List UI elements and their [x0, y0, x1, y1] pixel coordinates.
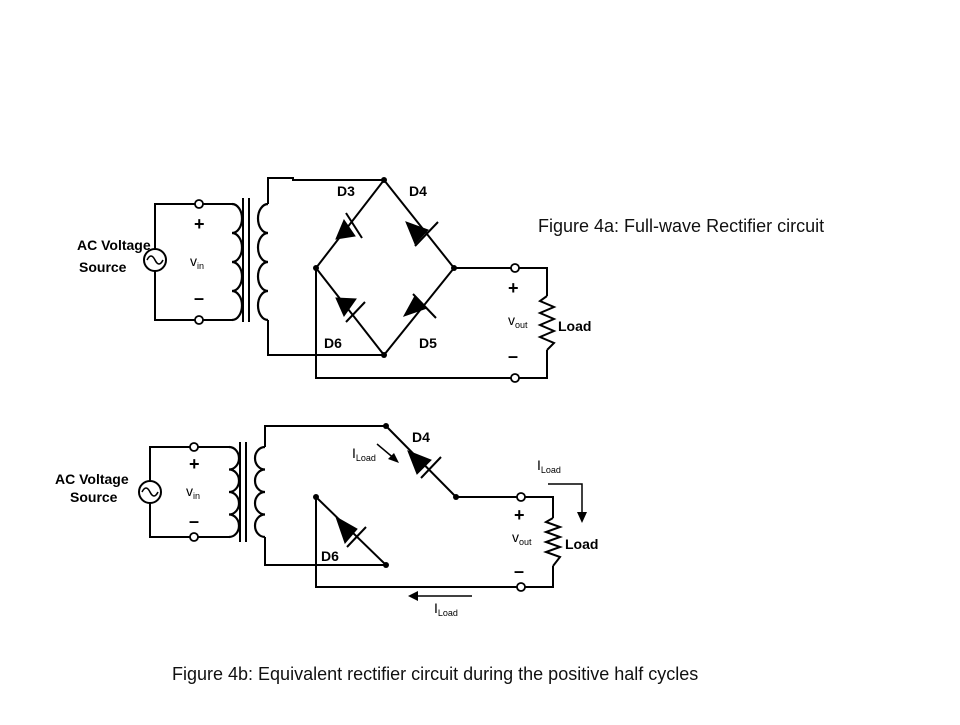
load-resistor-a	[537, 295, 557, 351]
diode-d4	[405, 221, 439, 247]
vin-label-a: vin	[190, 253, 204, 271]
current-label-diode: ILoad	[352, 445, 376, 463]
vin-minus-a: –	[194, 288, 204, 308]
diode-d6-equivalent	[335, 515, 367, 548]
vout-minus-a: –	[508, 346, 518, 366]
ac-source-label-b-line1: AC Voltage	[55, 471, 129, 487]
vout-label-b: vout	[512, 529, 532, 547]
diode-label-d6: D6	[324, 335, 342, 351]
vin-plus-a: +	[194, 214, 205, 234]
diode-label-d4: D4	[409, 183, 427, 199]
terminal-out-top-a	[510, 263, 520, 273]
current-label-return: ILoad	[434, 600, 458, 618]
current-arrow-return	[408, 591, 472, 601]
ac-source-b	[138, 446, 194, 538]
transformer-a	[231, 177, 384, 356]
ac-source-label-a-line2: Source	[79, 259, 127, 275]
diode-label-d3: D3	[337, 183, 355, 199]
load-label-a: Load	[558, 318, 591, 334]
caption-figure-4b: Figure 4b: Equivalent rectifier circuit …	[172, 664, 699, 684]
diode-d5	[402, 293, 437, 319]
vout-plus-a: +	[508, 278, 519, 298]
ac-source-a	[143, 203, 199, 321]
diode-label-d5: D5	[419, 335, 437, 351]
vin-plus-b: +	[189, 454, 200, 474]
ac-source-label-b-line2: Source	[70, 489, 118, 505]
terminal-in-bottom-b	[189, 532, 199, 542]
diode-d6	[335, 297, 366, 323]
terminal-in-bottom-a	[194, 315, 204, 325]
load-resistor-b	[543, 517, 563, 567]
load-label-b: Load	[565, 536, 598, 552]
terminal-in-top-b	[189, 442, 199, 452]
terminal-in-top-a	[194, 199, 204, 209]
current-arrow-diode	[376, 443, 399, 463]
caption-figure-4a: Figure 4a: Full-wave Rectifier circuit	[538, 216, 825, 236]
diode-d3	[335, 212, 363, 240]
current-arrow-load	[548, 483, 587, 523]
terminal-out-top-b	[516, 492, 526, 502]
diode-d4-equivalent	[407, 450, 442, 479]
ac-source-label-a-line1: AC Voltage	[77, 237, 151, 253]
vin-minus-b: –	[189, 511, 199, 531]
transformer-b	[228, 425, 386, 566]
diode-label-d4-b: D4	[412, 429, 430, 445]
terminal-out-bottom-b	[516, 582, 526, 592]
vout-plus-b: +	[514, 505, 525, 525]
terminal-out-bottom-a	[510, 373, 520, 383]
vin-label-b: vin	[186, 483, 200, 501]
vout-minus-b: –	[514, 561, 524, 581]
vout-label-a: vout	[508, 312, 528, 330]
diode-label-d6-b: D6	[321, 548, 339, 564]
bridge-wires-a	[314, 179, 456, 357]
figure-4b-circuit: AC Voltage Source + – vin	[55, 423, 598, 618]
figure-4a-circuit: AC Voltage Source + – vin	[77, 177, 591, 383]
current-label-load: ILoad	[537, 457, 561, 475]
